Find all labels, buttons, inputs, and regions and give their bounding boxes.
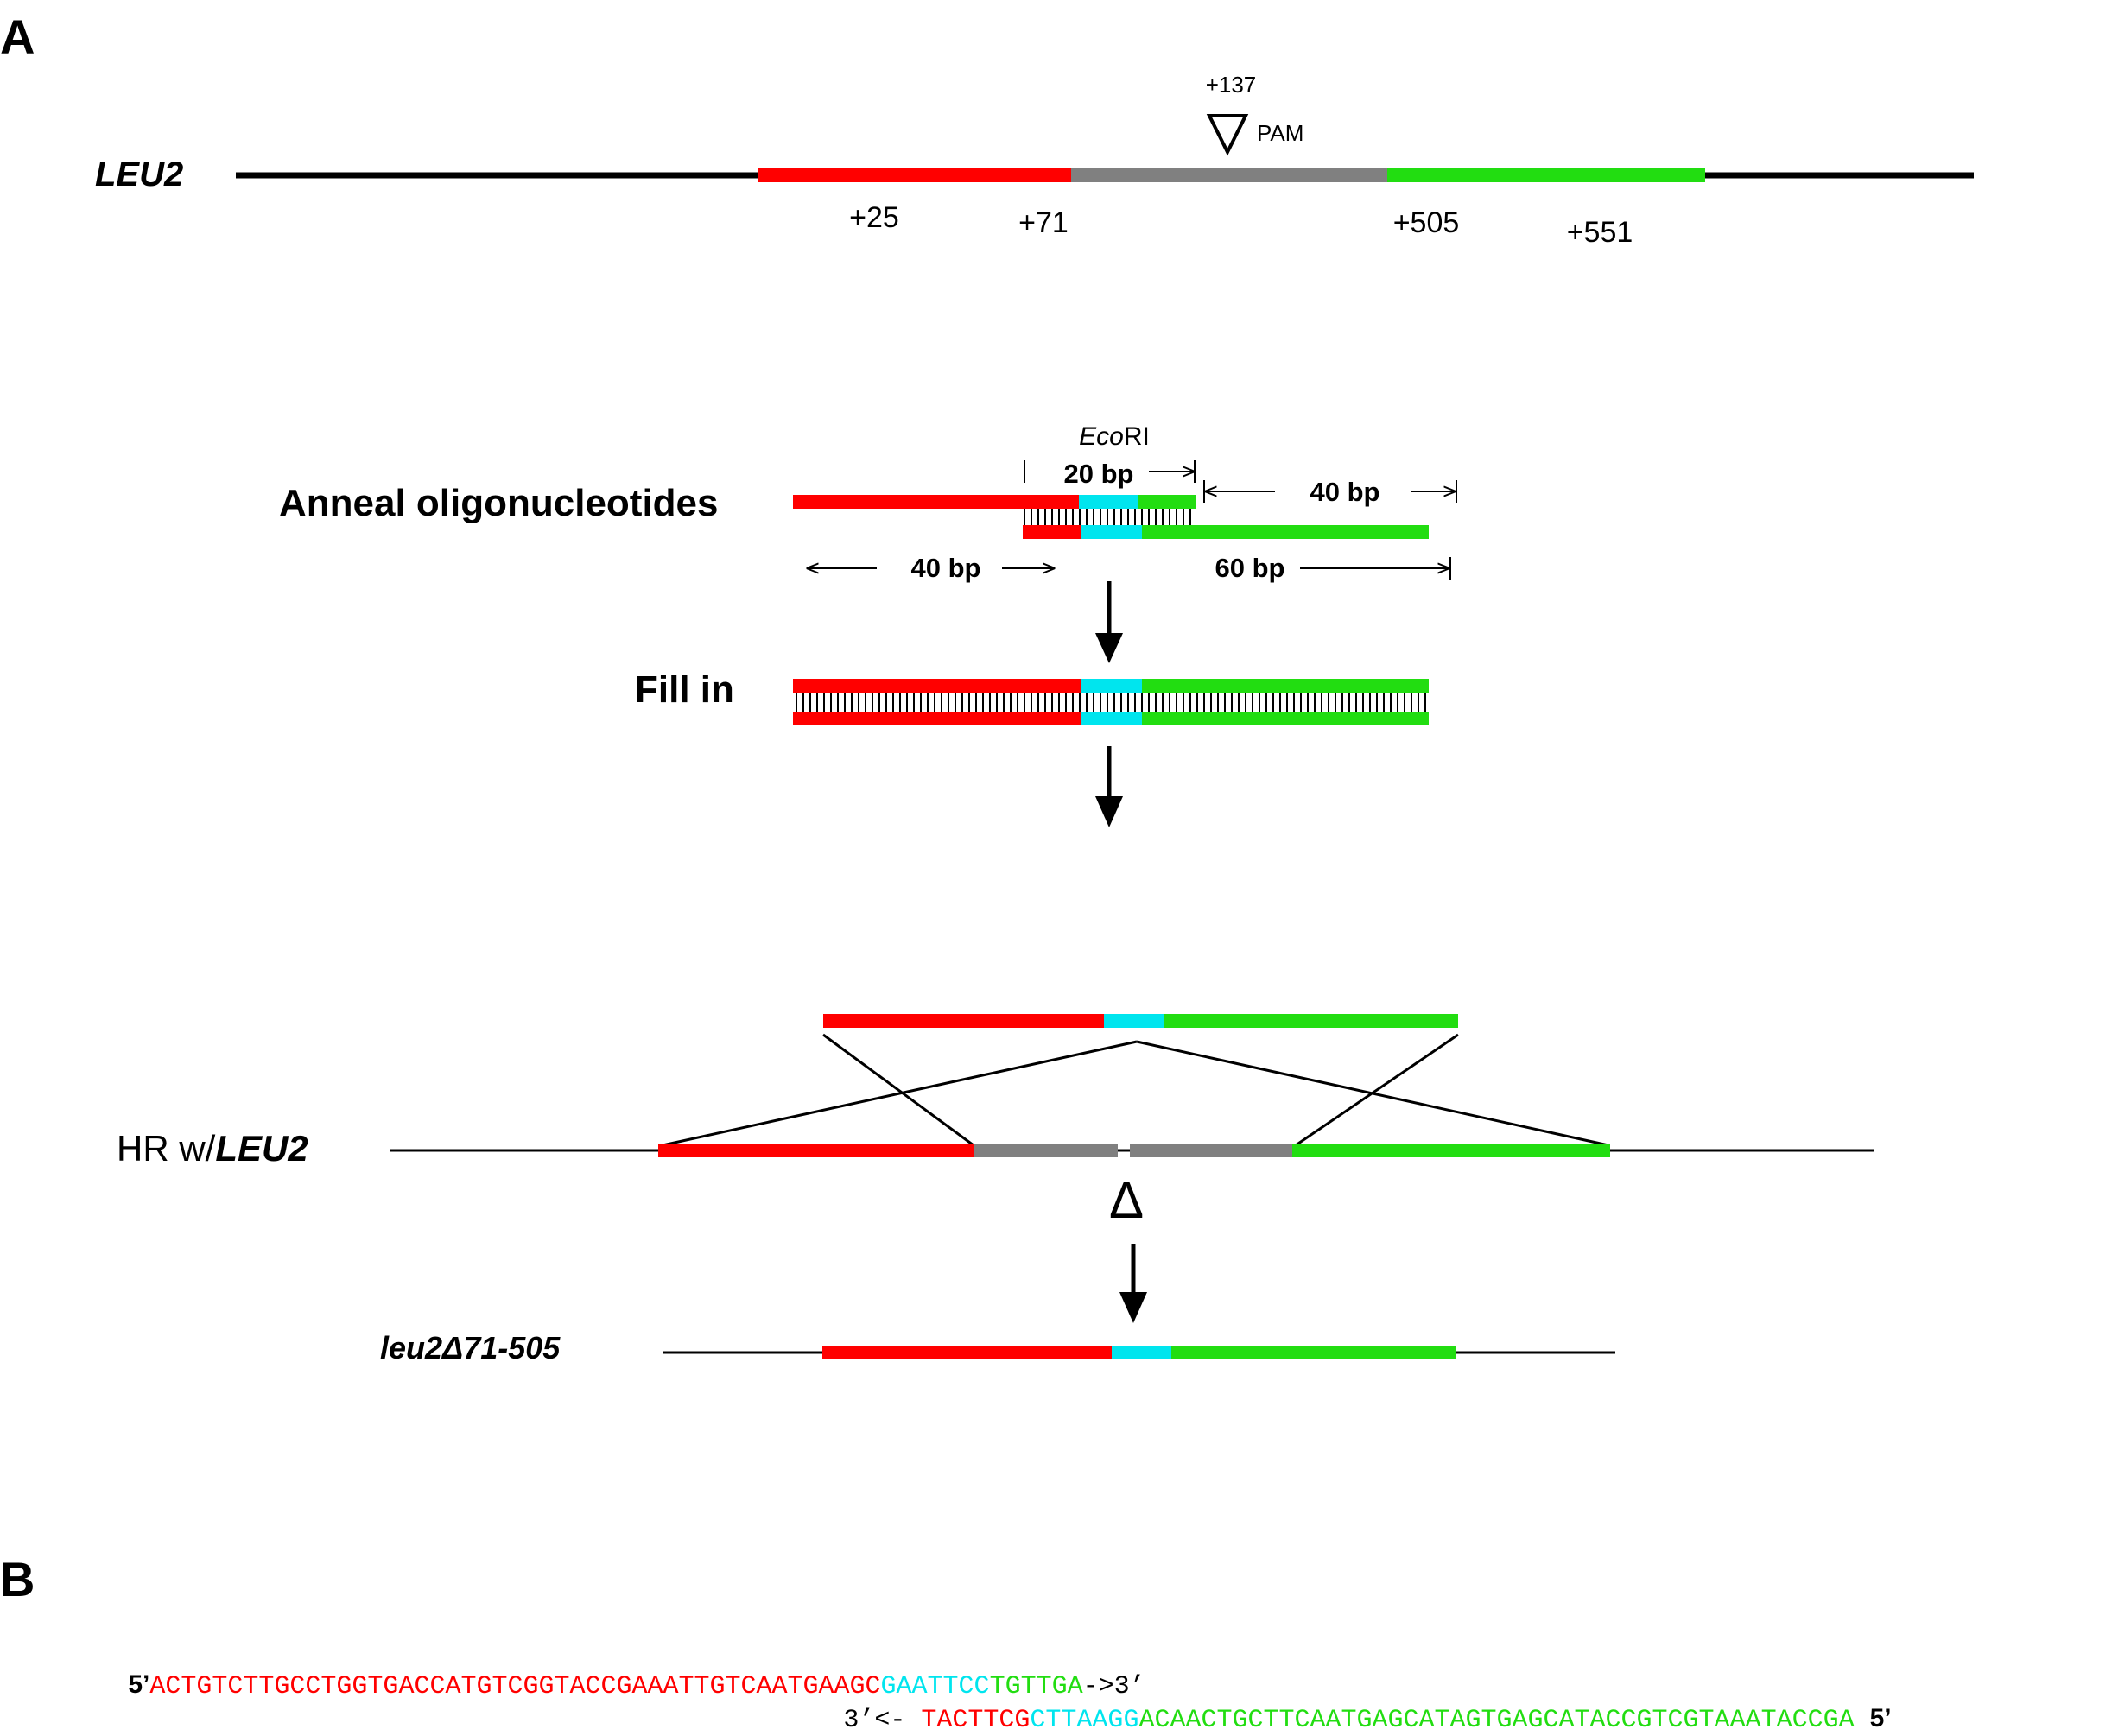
ecori-label-italic: Eco (1079, 422, 1124, 451)
cut-site-position: +137 (1206, 72, 1257, 98)
crossover-line-4 (1295, 1033, 1459, 1147)
bottom-strand-3prime: 3’<- (843, 1706, 905, 1735)
bottom-strand-5prime: 5’ (1870, 1704, 1892, 1733)
hr-label-prefix: HR w/ (117, 1128, 216, 1169)
top-strand-ecori-site: GAATTCC (881, 1672, 990, 1701)
ecori-label: EcoRI (1079, 422, 1150, 451)
panel-a-letter: A (0, 10, 35, 64)
fill-in-step: Fill in (635, 668, 1429, 725)
panel-b-letter: B (0, 1552, 35, 1606)
fill-base-pairs (793, 693, 1429, 712)
leu2-gene-label: LEU2 (95, 155, 183, 193)
position-505: +505 (1393, 206, 1460, 239)
result-allele-label: leu2Δ71-505 (380, 1330, 561, 1365)
position-71: +71 (1018, 206, 1069, 239)
hr-label-gene: LEU2 (215, 1128, 308, 1169)
step-arrow-1 (1095, 581, 1123, 663)
top-strand-green-arm: TGTTGA (990, 1672, 1083, 1701)
step-arrow-3 (1119, 1244, 1147, 1323)
anneal-base-pairs (1023, 509, 1196, 526)
top-oligo-40bp-label: 40 bp (1310, 477, 1380, 507)
bottom-strand-red-arm: TACTTCG (921, 1706, 1030, 1735)
overlap-20bp-label: 20 bp (1064, 459, 1134, 489)
top-strand-red-arm: ACTGTCTTGCCTGGTGACCATGTCGGTACCGAAATTGTCA… (149, 1672, 880, 1701)
ecori-label-rest: RI (1124, 422, 1150, 451)
cut-site-triangle-icon (1206, 114, 1249, 156)
left-40bp-label: 40 bp (911, 553, 981, 583)
bottom-strand-ecori-site: CTTAAGG (1030, 1706, 1138, 1735)
position-551: +551 (1567, 216, 1633, 249)
top-strand-5prime: 5’ (128, 1670, 149, 1699)
top-strand-3prime: ->3’ (1083, 1672, 1145, 1701)
pam-label: PAM (1257, 120, 1303, 146)
bottom-strand-sequence: 3’<- TACTTCGCTTAAGGACAACTGCTTCAATGAGCATA… (793, 1704, 1927, 1735)
hr-step: HR w/LEU2 Δ (117, 1014, 1874, 1229)
oligo-sequences: 5’ACTGTCTTGCCTGGTGACCATGTCGGTACCGAAATTGT… (78, 1670, 1927, 1735)
deletion-delta-symbol: Δ (1109, 1171, 1144, 1229)
position-25: +25 (849, 201, 899, 234)
leu2-locus: LEU2 +137 PAM +25 +71 +505 +551 (95, 72, 1974, 249)
crossover-line-2 (662, 1040, 1138, 1147)
fill-in-step-label: Fill in (635, 668, 734, 711)
step-arrow-2 (1095, 746, 1123, 827)
bottom-strand-green-arm: ACAACTGCTTCAATGAGCATAGTGAGCATACCGTCGTAAA… (1138, 1706, 1854, 1735)
top-strand-sequence: 5’ACTGTCTTGCCTGGTGACCATGTCGGTACCGAAATTGT… (78, 1670, 1181, 1701)
anneal-step-label: Anneal oligonucleotides (279, 482, 719, 524)
anneal-step: Anneal oligonucleotides EcoRI 20 bp 40 b… (279, 422, 1457, 583)
result-allele: leu2Δ71-505 (380, 1330, 1615, 1365)
right-60bp-label: 60 bp (1215, 553, 1285, 583)
crossover-line-1 (822, 1033, 974, 1147)
hr-label: HR w/LEU2 (117, 1128, 308, 1169)
